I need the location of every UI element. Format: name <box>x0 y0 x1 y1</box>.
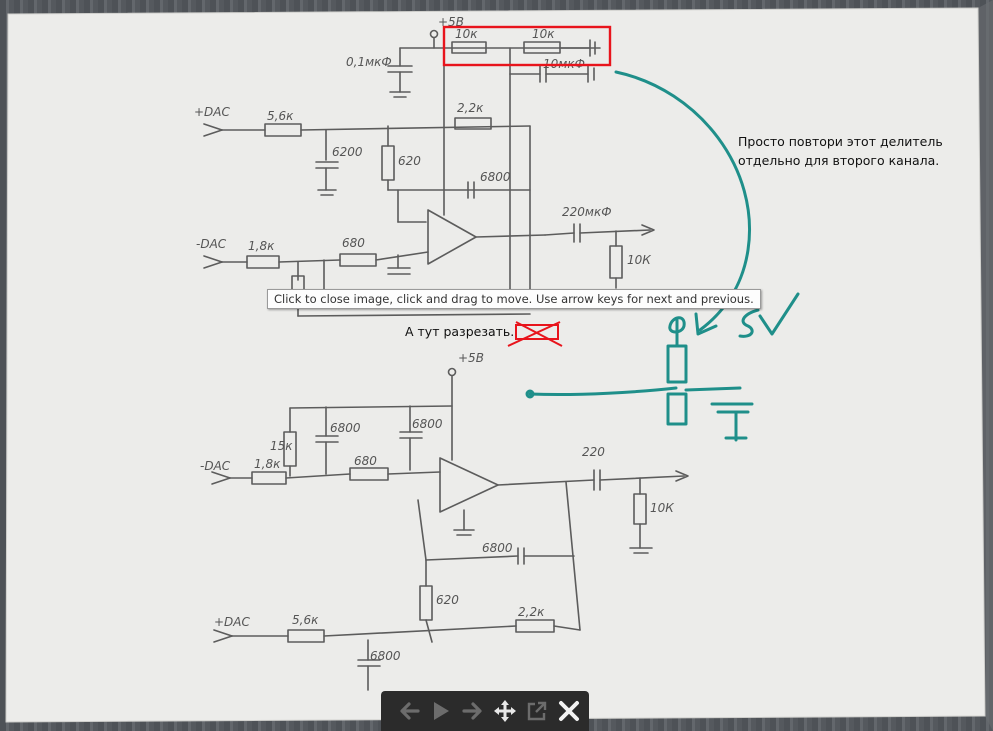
label-top-decoupling-cap: 0,1мкФ <box>346 55 392 69</box>
arrow-right-icon <box>462 702 482 720</box>
label-top-r-620: 620 <box>398 154 421 168</box>
viewer-tooltip: Click to close image, click and drag to … <box>267 289 761 309</box>
label-bottom-r-in-pos: 5,6к <box>292 613 319 627</box>
label-bottom-r-feedback: 2,2к <box>518 605 545 619</box>
label-top-c-filter-pos: 6200 <box>332 145 363 159</box>
arrow-left-icon <box>400 702 420 720</box>
label-bottom-r-680: 680 <box>354 454 377 468</box>
teal-resistor-bottom <box>666 392 688 426</box>
repeat-divider-note: Просто повтори этот делитель отдельно дл… <box>738 134 943 168</box>
cut-here-note: А тут разрезать. <box>405 324 515 339</box>
label-bottom-r-620: 620 <box>436 593 459 607</box>
label-top-c-feedback: 6800 <box>480 170 511 184</box>
label-bottom-c-feedback: 6800 <box>482 541 513 555</box>
label-bottom-r-in-neg: 1,8к <box>254 457 281 471</box>
move-button[interactable] <box>491 697 519 725</box>
label-bottom-output-cap: 220 <box>582 445 605 459</box>
next-button[interactable] <box>459 697 487 725</box>
label-top-r-feedback: 2,2к <box>457 101 484 115</box>
label-top-r-in-neg: 1,8к <box>248 239 275 253</box>
previous-button[interactable] <box>395 697 423 725</box>
label-top-r-680: 680 <box>342 236 365 250</box>
label-top-input-neg: -DAC <box>196 237 227 251</box>
label-bottom-c-6800b: 6800 <box>412 417 443 431</box>
label-bottom-supply: +5В <box>458 351 484 365</box>
paper-sheet <box>6 8 985 722</box>
close-icon <box>559 701 579 721</box>
label-bottom-r-15k: 15к <box>270 439 293 453</box>
label-top-output-cap: 220мкФ <box>562 205 612 219</box>
cut-marker <box>507 321 563 347</box>
label-top-supply: +5В <box>438 15 464 29</box>
label-top-r-load: 10К <box>627 253 651 267</box>
external-link-icon <box>527 701 547 721</box>
label-bottom-input-neg: -DAC <box>200 459 231 473</box>
viewer-toolbar <box>381 691 589 731</box>
play-icon <box>434 702 449 720</box>
label-top-r-in-pos: 5,6к <box>267 109 294 123</box>
divider-highlight-box <box>442 25 612 67</box>
move-icon <box>494 700 516 722</box>
label-bottom-c-filter-pos: 6800 <box>370 649 401 663</box>
label-top-input-pos: +DAC <box>194 105 231 119</box>
label-bottom-c-6800: 6800 <box>330 421 361 435</box>
teal-5v-mark <box>738 308 760 338</box>
slideshow-button[interactable] <box>427 697 455 725</box>
teal-output-line <box>528 386 678 397</box>
label-bottom-r-load: 10К <box>650 501 674 515</box>
label-top-divider-r1: 10к <box>455 27 478 41</box>
open-original-button[interactable] <box>523 697 551 725</box>
label-bottom-input-pos: +DAC <box>214 615 251 629</box>
close-button[interactable] <box>555 697 583 725</box>
label-top-divider-r2: 10к <box>532 27 555 41</box>
